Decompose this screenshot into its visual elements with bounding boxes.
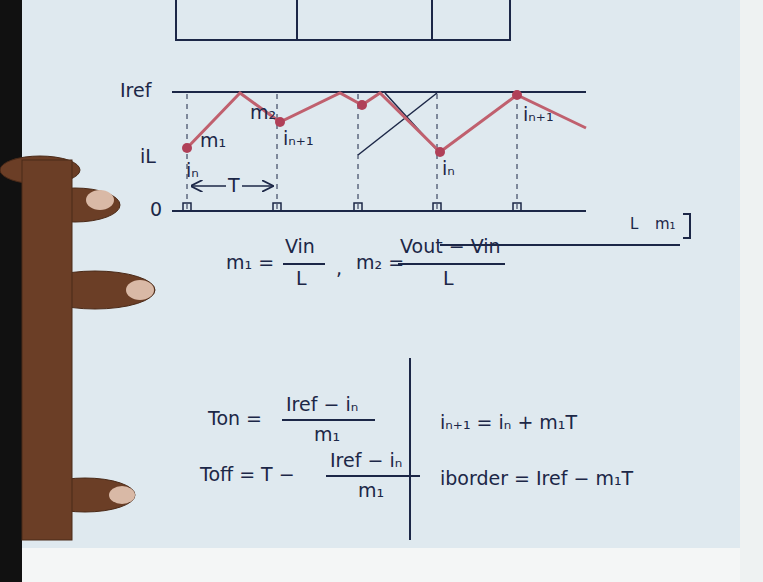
equation-text: m₂ =	[356, 252, 404, 274]
equation-text: m₁ =	[226, 252, 274, 274]
equation-text: Vin	[285, 236, 315, 258]
equation-text: ,	[336, 258, 342, 280]
axis-label: iL	[140, 146, 156, 168]
sample-label: iₙ	[186, 160, 199, 182]
equation-text: Vout − Vin	[400, 236, 501, 258]
equation-text: iₙ₊₁ = iₙ + m₁T	[440, 412, 577, 434]
equation-text: iborder = Iref − m₁T	[440, 468, 633, 490]
axis-label: 0	[150, 199, 162, 221]
equation-text: m₁	[314, 424, 340, 446]
equation-text: L	[630, 216, 638, 233]
equation-text: L	[296, 268, 307, 290]
equation-text: m₁	[655, 216, 676, 233]
equation-text: m₁	[358, 480, 384, 502]
axis-label: Iref	[120, 80, 151, 102]
equation-text: Iref − iₙ	[286, 394, 358, 416]
sample-label: iₙ₊₁	[523, 104, 554, 126]
equation-text: L	[443, 268, 454, 290]
sample-label: iₙ₊₁	[283, 128, 314, 150]
sample-label: iₙ	[442, 158, 455, 180]
period-label: T	[226, 175, 242, 197]
equation-text: Iref − iₙ	[330, 450, 402, 472]
equation-text: Toff = T −	[200, 464, 295, 486]
slope-label: m₂	[250, 102, 276, 124]
equation-text: Ton =	[208, 408, 262, 430]
slope-label: m₁	[200, 130, 226, 152]
